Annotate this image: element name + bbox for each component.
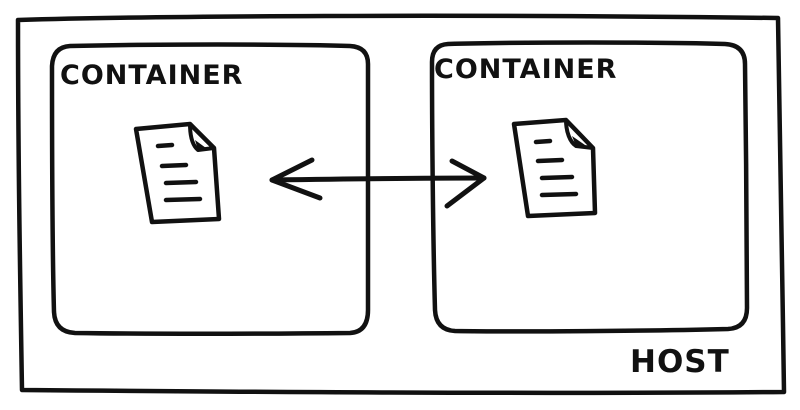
container-box-left xyxy=(49,42,371,336)
host-box xyxy=(15,13,787,396)
document-icon xyxy=(133,121,222,225)
bidirectional-arrow xyxy=(269,157,487,209)
container-box-right xyxy=(429,40,750,334)
container-label-left: CONTAINER xyxy=(60,60,243,91)
host-label: HOST xyxy=(630,344,730,380)
container-label-right: CONTAINER xyxy=(434,54,617,85)
document-icon xyxy=(511,117,598,219)
